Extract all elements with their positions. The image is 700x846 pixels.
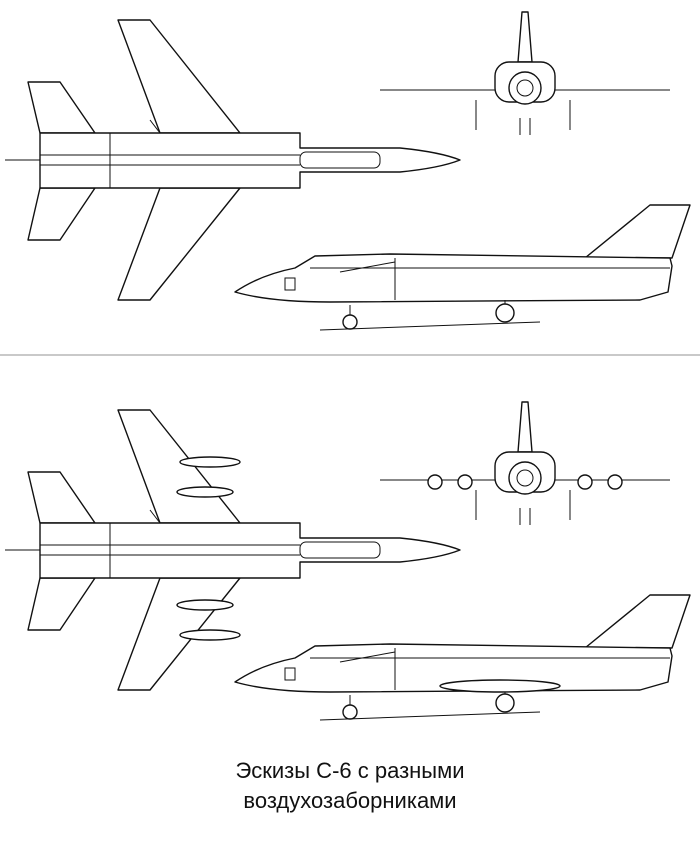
variant-1-side-view [234,204,691,331]
caption-line-1: Эскизы С-6 с разными [235,758,465,783]
external-tank [179,629,241,641]
aircraft-sketches [4,11,691,721]
external-tank [176,486,234,498]
variant-1-front-view [379,11,671,136]
divider [0,354,700,356]
external-tank [439,679,561,693]
variant-2-side-view [234,594,691,721]
variant-2-drawings [4,401,691,721]
caption: Эскизы С-6 с разными воздухозаборниками [0,756,700,816]
variant-1-drawings [4,11,691,331]
variant-2-front-view [379,401,671,526]
caption-line-2: воздухозаборниками [243,788,457,813]
external-tank [179,456,241,468]
external-tank [176,599,234,611]
